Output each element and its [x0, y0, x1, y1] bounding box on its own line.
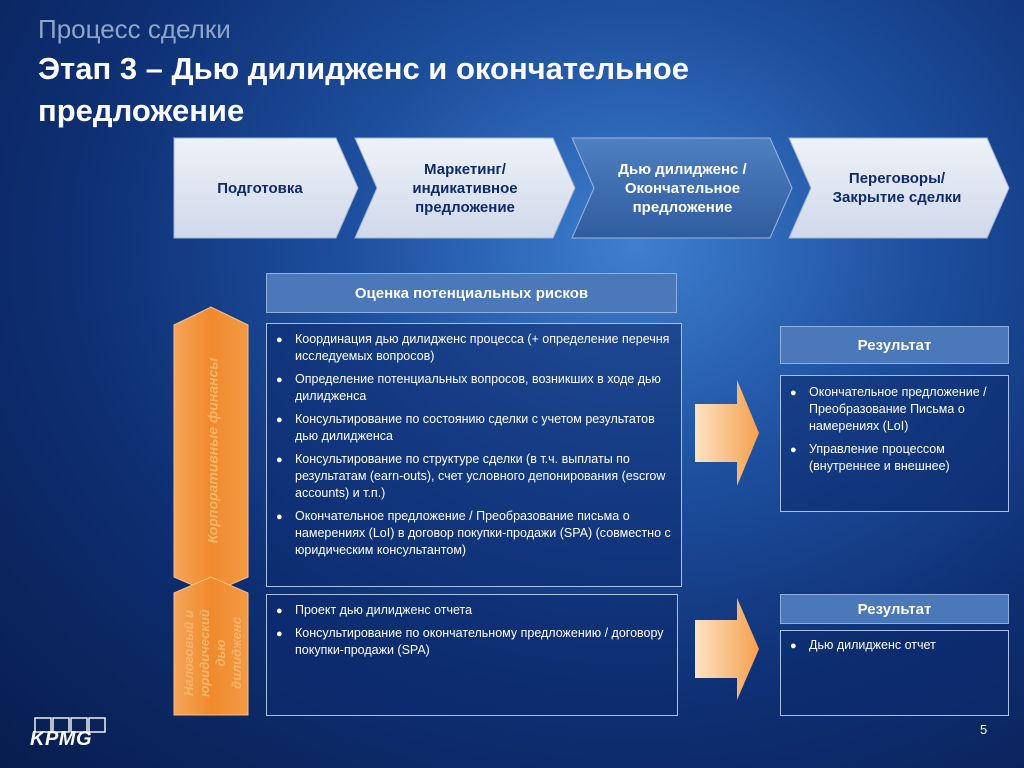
bullet-icon: ●	[790, 387, 797, 399]
step-marketing[interactable]: Маркетинг/ индикативное предложение	[385, 140, 545, 236]
kpmg-logo: KPMG	[30, 728, 92, 750]
list-item: ●Консультирование по окончательному пред…	[276, 626, 664, 657]
bullet-icon: ●	[276, 605, 283, 617]
bullet-icon: ●	[276, 628, 283, 640]
page-title: Этап 3 – Дью дилидженс и окончательное п…	[38, 51, 689, 128]
list-item: ●Управление процессом (внутреннее и внеш…	[790, 442, 950, 473]
step-label: Подготовка	[217, 179, 303, 197]
list-item: ●Определение потенциальных вопросов, воз…	[276, 372, 661, 403]
step-label: Переговоры/ Закрытие сделки	[832, 170, 962, 206]
tax-legal-band	[173, 576, 249, 716]
result-header-1: Результат	[780, 326, 1009, 364]
bullet-icon: ●	[276, 334, 283, 346]
step-negotiations[interactable]: Переговоры/ Закрытие сделки	[812, 140, 982, 236]
step-label: Маркетинг/ индикативное предложение	[412, 160, 518, 216]
bullet-icon: ●	[276, 414, 283, 426]
bullet-icon: ●	[276, 374, 283, 386]
arrow-right-icon	[695, 380, 759, 486]
step-due-diligence[interactable]: Дью дилидженс / Окончательное предложени…	[600, 140, 765, 236]
list-item: ●Окончательное предложение / Преобразова…	[790, 385, 987, 433]
bullet-icon: ●	[276, 511, 283, 523]
section-supertitle: Процесс сделки	[38, 14, 231, 44]
section2-activities: ●Проект дью дилидженс отчета ●Консультир…	[266, 594, 678, 716]
step-preparation[interactable]: Подготовка	[180, 140, 340, 236]
corporate-finance-band	[173, 306, 249, 594]
list-item: ●Консультирование по состоянию сделки с …	[276, 412, 655, 443]
bullet-icon: ●	[790, 444, 797, 456]
section1-activities: ●Координация дью дилидженс процесса (+ о…	[266, 323, 682, 587]
bullet-icon: ●	[276, 454, 283, 466]
list-item: ●Дью дилидженс отчет	[781, 637, 1002, 654]
list-item: ●Консультирование по структуре сделки (в…	[276, 452, 666, 500]
side-label-corporate-finance: Корпоративные финансы	[174, 325, 252, 575]
side-label-tax-legal: Налоговый и юридический дью дилидженс	[174, 592, 252, 714]
list-item: ●Проект дью дилидженс отчета	[267, 602, 669, 619]
side-label-graphic	[173, 306, 249, 716]
side-label-text: Налоговый и юридический дью дилидженс	[181, 609, 244, 697]
step-label: Дью дилидженс / Окончательное предложени…	[618, 160, 747, 216]
arrow-right-icon	[695, 598, 759, 700]
risk-assessment-header: Оценка потенциальных рисков	[266, 273, 677, 313]
result-header-2: Результат	[780, 594, 1009, 624]
result-box-1: ●Окончательное предложение / Преобразова…	[780, 375, 1009, 512]
list-item: ●Координация дью дилидженс процесса (+ о…	[276, 332, 670, 363]
side-label-text: Корпоративные финансы	[204, 357, 221, 543]
list-item: ●Окончательное предложение / Преобразова…	[276, 509, 671, 557]
bullet-icon: ●	[790, 640, 797, 652]
result-box-2: ●Дью дилидженс отчет	[780, 630, 1009, 716]
page-number: 5	[980, 722, 988, 737]
kpmg-logo-icon	[34, 717, 106, 733]
